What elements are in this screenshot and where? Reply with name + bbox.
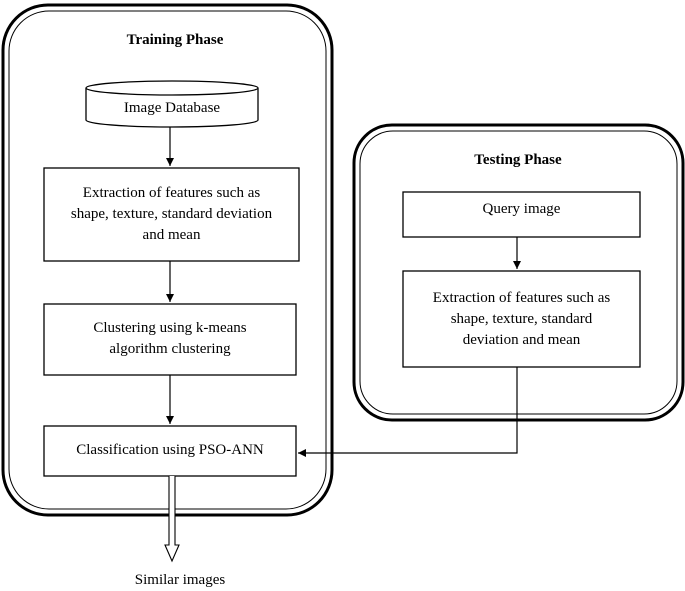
clustering-label: Clustering using k-means algorithm clust… xyxy=(93,320,247,357)
training-phase-container xyxy=(1,3,334,517)
training-feature-extraction-label: Extraction of features such as shape, te… xyxy=(70,185,273,243)
image-database-cylinder xyxy=(85,80,259,128)
training-feature-extraction-box xyxy=(43,167,300,262)
testing-feature-extraction-box xyxy=(402,270,641,368)
testing-phase-title: Testing Phase xyxy=(474,152,562,168)
query-image-label: Query image xyxy=(482,201,561,217)
classification-box xyxy=(43,425,297,477)
training-phase-title: Training Phase xyxy=(126,32,224,48)
arrow-testing-to-classification xyxy=(298,367,518,457)
clustering-box xyxy=(43,303,297,376)
testing-phase-container xyxy=(352,123,685,422)
image-database-label: Image Database xyxy=(123,100,221,116)
output-arrow xyxy=(164,476,180,563)
classification-label: Classification using PSO-ANN xyxy=(76,442,264,458)
similar-images-label: Similar images xyxy=(134,572,226,588)
query-image-box xyxy=(402,191,641,238)
testing-feature-extraction-label: Extraction of features such as shape, te… xyxy=(432,290,611,348)
